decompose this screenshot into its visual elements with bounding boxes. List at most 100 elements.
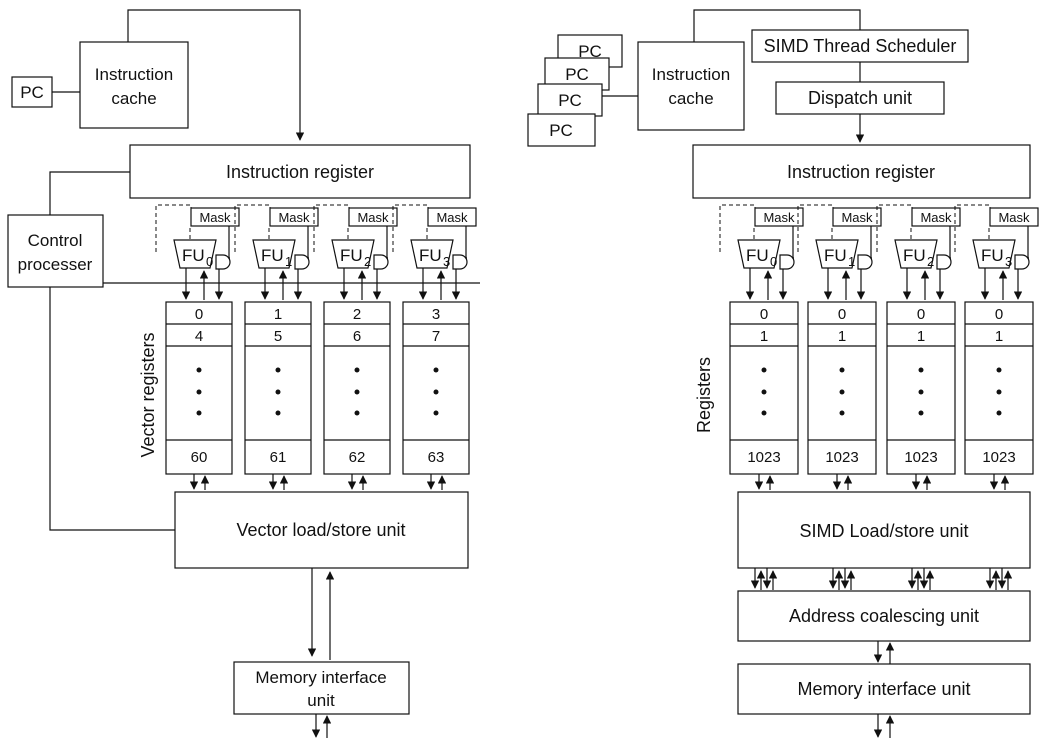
register-column — [807, 301, 877, 475]
register-cell-1: 4 — [195, 328, 203, 345]
instruction-cache-label-right-1: Instruction — [652, 65, 730, 84]
ellipsis-dot — [839, 389, 845, 395]
ellipsis-dot — [761, 367, 767, 373]
mask-label: Mask — [841, 210, 873, 225]
instruction-cache-label-right-2: cache — [668, 89, 713, 108]
ellipsis-dot — [918, 389, 924, 395]
dispatch-unit-box — [775, 81, 945, 115]
functional-unit — [252, 239, 296, 269]
register-cell-1: 1 — [760, 328, 768, 345]
fu-subscript: 1 — [285, 254, 292, 269]
register-cell-1: 6 — [353, 328, 361, 345]
functional-unit — [173, 239, 217, 269]
register-column — [402, 301, 470, 475]
mask-gate — [373, 254, 389, 270]
mask-box — [269, 207, 319, 227]
vector-load-store-box — [174, 491, 469, 569]
ellipsis-dot — [354, 367, 360, 373]
pc-label-3: PC — [558, 91, 582, 110]
control-processor-label-2: processer — [18, 255, 93, 274]
fu-subscript: 3 — [1005, 254, 1012, 269]
ctrl-to-ldst-line — [49, 287, 175, 531]
instruction-cache-box — [79, 41, 189, 129]
ellipsis-dot — [196, 367, 202, 373]
memory-interface-label-right: Memory interface unit — [797, 679, 970, 699]
ellipsis-dot — [839, 367, 845, 373]
pc-box-3 — [537, 83, 603, 117]
dashed-control-line — [719, 204, 756, 252]
simd-load-store-box — [737, 491, 1031, 569]
ellipsis-dot — [996, 410, 1002, 416]
mask-label: Mask — [278, 210, 310, 225]
fu-label: FU — [261, 246, 284, 265]
register-cell-0: 2 — [353, 306, 361, 323]
mask-to-gate-line — [792, 226, 794, 259]
ellipsis-dot — [918, 410, 924, 416]
functional-unit — [815, 239, 859, 269]
simd-load-store-label: SIMD Load/store unit — [799, 521, 968, 541]
fu-label: FU — [182, 246, 205, 265]
ireg-to-ctrl-line — [49, 171, 130, 215]
mask-to-gate-line — [228, 226, 230, 259]
memory-interface-label-2: unit — [307, 691, 335, 710]
mask-box — [989, 207, 1039, 227]
mask-gate — [857, 254, 873, 270]
fu-subscript: 0 — [206, 254, 213, 269]
ellipsis-dot — [275, 410, 281, 416]
mask-box — [190, 207, 240, 227]
fu-subscript: 2 — [927, 254, 934, 269]
register-cell-last: 63 — [428, 449, 445, 466]
vector-registers-label: Vector registers — [138, 332, 158, 457]
dashed-control-line — [234, 204, 271, 252]
ellipsis-dot — [196, 389, 202, 395]
register-cell-0: 0 — [995, 306, 1003, 323]
memory-interface-label-1: Memory interface — [255, 668, 386, 687]
register-cell-0: 0 — [195, 306, 203, 323]
simd-thread-scheduler-box — [751, 29, 969, 63]
mask-label: Mask — [920, 210, 952, 225]
pc-label-1: PC — [578, 42, 602, 61]
ellipsis-dot — [275, 367, 281, 373]
mask-to-gate-line — [870, 226, 872, 259]
register-cell-0: 0 — [917, 306, 925, 323]
register-column — [244, 301, 312, 475]
register-column — [729, 301, 799, 475]
ellipsis-dot — [996, 367, 1002, 373]
cache-to-ireg-arrow — [127, 9, 305, 141]
ellipsis-dot — [918, 367, 924, 373]
ellipsis-dot — [433, 367, 439, 373]
instruction-register-label: Instruction register — [226, 162, 374, 182]
cache-to-scheduler-line — [693, 9, 861, 42]
instruction-register-label-right: Instruction register — [787, 162, 935, 182]
ellipsis-dot — [275, 389, 281, 395]
register-cell-1: 1 — [995, 328, 1003, 345]
dashed-control-line — [392, 204, 429, 252]
instruction-register-box — [129, 144, 471, 199]
ellipsis-dot — [996, 389, 1002, 395]
mask-to-gate-line — [1027, 226, 1029, 259]
pc-label-2: PC — [565, 65, 589, 84]
register-column — [165, 301, 233, 475]
mask-label: Mask — [998, 210, 1030, 225]
functional-unit — [331, 239, 375, 269]
pc-label: PC — [20, 83, 44, 102]
vector-processor: PC Instruction cache Instruction registe… — [7, 9, 480, 738]
dispatch-unit-label: Dispatch unit — [808, 88, 912, 108]
dashed-control-line — [155, 204, 192, 252]
fu-label: FU — [340, 246, 363, 265]
fu-label: FU — [981, 246, 1004, 265]
ellipsis-dot — [761, 410, 767, 416]
fu-subscript: 2 — [364, 254, 371, 269]
mask-label: Mask — [199, 210, 231, 225]
fu-label: FU — [824, 246, 847, 265]
mask-label: Mask — [357, 210, 389, 225]
pc-box — [11, 76, 53, 108]
register-cell-last: 1023 — [825, 449, 858, 466]
vector-load-store-label: Vector load/store unit — [236, 520, 405, 540]
